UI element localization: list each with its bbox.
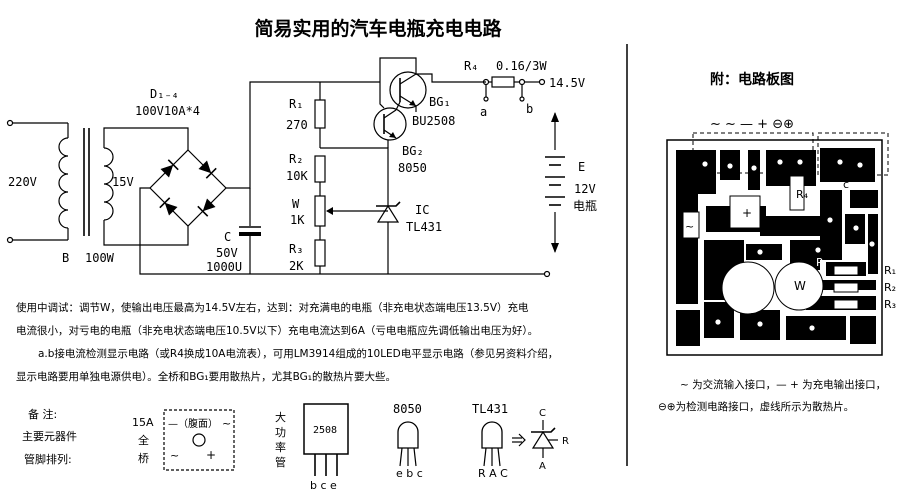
pcb-ac-label: ~: [685, 220, 694, 233]
page-title: 简易实用的汽车电瓶充电电路: [254, 17, 502, 40]
power-tube-char-2: 功: [275, 426, 286, 439]
filter-capacitor: C 50V 1000U: [206, 188, 261, 274]
pcb-r-label: R: [816, 256, 824, 269]
power-tube-part: 2508: [313, 425, 337, 436]
r4-value: 0.16/3W: [496, 59, 547, 73]
bridge-current: 15A: [132, 416, 154, 429]
tl431-r: R: [562, 436, 569, 447]
ic-tl431: IC TL431: [376, 196, 442, 274]
bridge-rectifier: D₁₋₄ 100V10A*4: [135, 87, 227, 227]
transistor-bg2: BG₂ 8050: [373, 82, 427, 175]
bridge-label: D₁₋₄: [150, 87, 179, 101]
pcb-w-label: W: [794, 279, 806, 293]
legend-pin-layout: 管脚排列:: [24, 452, 72, 466]
usage-line-3: a.b接电流检测显示电路（或R4换成10A电流表），可用LM3914组成的10L…: [38, 347, 558, 360]
r4-label: R₄: [464, 59, 478, 73]
bridge-name-2: 桥: [138, 452, 149, 465]
bridge-ac-bottom: ~: [170, 449, 179, 462]
w-label: W: [292, 197, 300, 211]
transformer-power: 100W: [85, 251, 115, 265]
battery: E 12V 电瓶: [545, 112, 597, 253]
pcb-c-small-label: c: [843, 178, 849, 191]
pcb-layout: 附：电路板图 ~ ~ — + ⊖⊕: [658, 71, 896, 413]
ac-input: 220V: [6, 119, 68, 244]
bg2-label: BG₂: [402, 144, 424, 158]
tl431-a: A: [539, 461, 546, 472]
pcb-note-1: ~ 为交流输入接口，— + 为充电输出接口，: [680, 378, 886, 391]
usage-line-4: 显示电路要用单独电源供电）。全桥和BG₁要用散热片，尤其BG₁的散热片要大些。: [16, 370, 396, 383]
pcb-side-r3: R₃: [884, 298, 896, 311]
bg2-part: 8050: [398, 161, 427, 175]
capacitor-voltage: 50V: [216, 246, 238, 260]
legend-main-parts: 主要元器件: [22, 430, 77, 443]
power-tube-pins: b c e: [310, 479, 337, 492]
usage-line-2: 电流很小，对亏电的电瓶（非充电状态端电压10.5V以下）充电电流达到6A（亏电电…: [16, 324, 538, 337]
r1-label: R₁: [289, 97, 303, 111]
power-tube-char-1: 大: [275, 410, 286, 424]
r3-label: R₃: [289, 242, 303, 256]
tl431-part: TL431: [472, 402, 508, 416]
output-voltage: 14.5V: [549, 76, 585, 90]
r2-value: 10K: [286, 169, 308, 183]
node-a-label: a: [480, 105, 487, 119]
capacitor-capacitance: 1000U: [206, 260, 242, 274]
bridge-plus: +: [206, 448, 216, 462]
output-section: R₄ 0.16/3W 14.5V a b: [464, 59, 585, 278]
transformer-secondary-voltage: 15V: [112, 175, 134, 189]
pcb-side-r2: R₂: [884, 281, 896, 294]
pcb-b-label: b: [857, 213, 864, 226]
ic-part: TL431: [406, 220, 442, 234]
power-tube-char-3: 率: [275, 440, 286, 454]
resistor-r4: [491, 76, 515, 88]
transistor-bg1: BG₁ BU2508: [379, 57, 455, 128]
pinout-legend: 备 注: 主要元器件 管脚排列: 15A 全 桥 （腹面） — + ~ ~ 大 …: [22, 402, 569, 492]
bridge-spec: 100V10A*4: [135, 104, 200, 118]
bridge-face: （腹面）: [178, 417, 218, 430]
resistor-r3: [314, 239, 326, 267]
battery-voltage: 12V: [574, 182, 596, 196]
node-b-label: b: [526, 102, 533, 116]
battery-label: E: [578, 160, 585, 174]
input-voltage-label: 220V: [8, 175, 37, 189]
legend-note-label: 备 注:: [28, 407, 57, 421]
potentiometer-w: [314, 195, 326, 227]
battery-name: 电瓶: [573, 199, 597, 213]
r3-value: 2K: [289, 259, 304, 273]
usage-line-1: 使用中调试：调节W，使输出电压最高为14.5V左右，达到：对充满电的电瓶（非充电…: [16, 301, 529, 314]
ic-label: IC: [415, 203, 429, 217]
tl431-pins: R A C: [478, 467, 508, 480]
power-tube-char-4: 管: [275, 455, 286, 469]
pcb-title: 附：电路板图: [710, 71, 794, 88]
capacitor-label: C: [224, 230, 231, 244]
resistor-chain: R₁ 270 R₂ 10K W 1K R₃ 2K: [286, 82, 388, 274]
bg1-label: BG₁: [429, 95, 451, 109]
bridge-ac-top: ~: [222, 417, 231, 430]
pcb-plus-label: +: [742, 206, 752, 220]
bridge-name-1: 全: [138, 433, 149, 447]
pcb-c-big-label: C: [748, 311, 756, 325]
bridge-minus: —: [168, 419, 178, 430]
pcb-side-r1: R₁: [884, 264, 896, 277]
bridge-package: [163, 409, 235, 471]
transformer: 15V B 100W: [58, 123, 134, 265]
usage-notes: 使用中调试：调节W，使输出电压最高为14.5V左右，达到：对充满电的电瓶（非充电…: [16, 301, 558, 383]
transformer-label: B: [62, 251, 69, 265]
pcb-r4-label: R₄: [796, 188, 809, 201]
w-value: 1K: [290, 213, 305, 227]
t8050-pins: e b c: [396, 467, 423, 480]
pcb-note-2: ⊖⊕为检测电路接口，虚线所示为散热片。: [658, 400, 854, 413]
resistor-r1: [314, 99, 326, 129]
resistor-r2: [314, 155, 326, 183]
pcb-e-label: e: [829, 201, 836, 214]
r1-value: 270: [286, 118, 308, 132]
tl431-c: C: [539, 408, 546, 419]
r2-label: R₂: [289, 152, 303, 166]
pcb-top-labels: ~ ~ — + ⊖⊕: [710, 117, 794, 132]
t8050-part: 8050: [393, 402, 422, 416]
bg1-part: BU2508: [412, 114, 455, 128]
